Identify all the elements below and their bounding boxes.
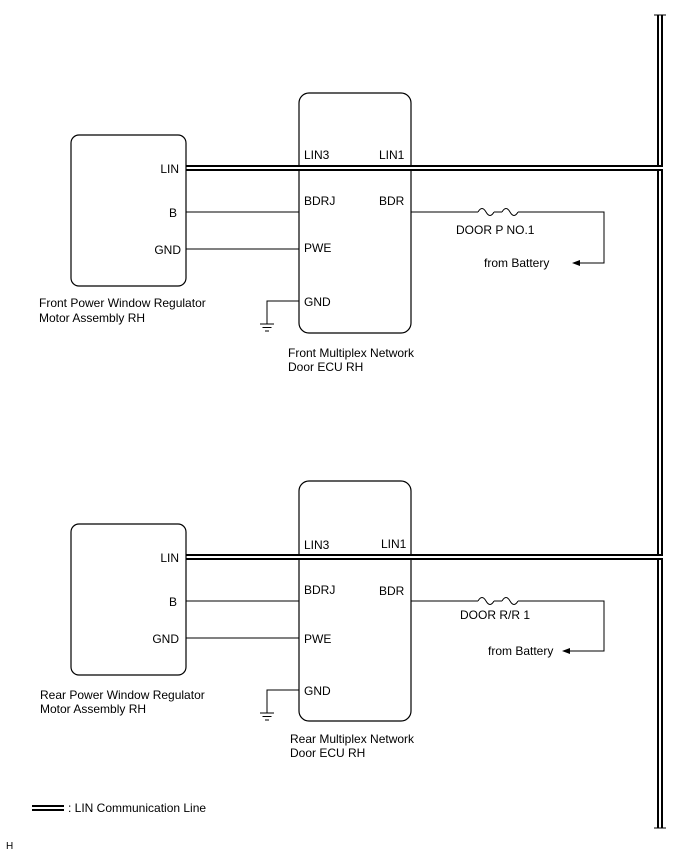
lower-ecu-pin-lin3: LIN3 — [304, 538, 330, 552]
lower-ecu-label-line1: Rear Multiplex Network — [290, 732, 415, 746]
legend: : LIN Communication Line — [32, 801, 206, 815]
upper-circuit: LIN B GND Front Power Window Regulator M… — [39, 92, 663, 374]
upper-ecu-pin-lin1: LIN1 — [379, 148, 405, 162]
upper-battery-arrow-icon — [572, 260, 580, 266]
upper-ecu-pin-pwe: PWE — [304, 241, 331, 255]
upper-supply-label: from Battery — [484, 256, 549, 270]
lower-ecu-pin-bdr: BDR — [379, 584, 405, 598]
lower-ecu-box — [298, 480, 412, 722]
lower-circuit: LIN B GND Rear Power Window Regulator Mo… — [40, 480, 663, 760]
lower-supply-label: from Battery — [488, 644, 553, 658]
upper-ecu-pin-bdr: BDR — [379, 194, 405, 208]
upper-fuse-label: DOOR P NO.1 — [456, 223, 535, 237]
lower-ecu-label-line2: Door ECU RH — [290, 746, 365, 760]
upper-motor-pin-gnd: GND — [154, 243, 181, 257]
upper-motor-pin-b: B — [169, 206, 177, 220]
lower-battery-arrow-icon — [562, 648, 570, 654]
upper-ecu-pin-bdrj: BDRJ — [304, 194, 335, 208]
upper-ecu-pin-gnd: GND — [304, 295, 331, 309]
lower-ecu-pin-bdrj: BDRJ — [304, 583, 335, 597]
upper-ecu-box — [298, 92, 412, 334]
lower-motor-label-line1: Rear Power Window Regulator — [40, 688, 205, 702]
lower-motor-label-line2: Motor Assembly RH — [40, 702, 146, 716]
lower-ground-icon — [260, 689, 299, 721]
lower-ecu-pin-pwe: PWE — [304, 632, 331, 646]
lower-motor-pin-gnd: GND — [152, 632, 179, 646]
upper-motor-label-line2: Motor Assembly RH — [39, 311, 145, 325]
upper-motor-pin-lin: LIN — [160, 162, 179, 176]
main-lin-bus — [654, 14, 666, 829]
corner-mark: H — [6, 841, 13, 852]
lower-ecu-pin-gnd: GND — [304, 684, 331, 698]
upper-ecu-label-line2: Door ECU RH — [288, 360, 363, 374]
upper-motor-box — [70, 134, 187, 287]
upper-ecu-label-line1: Front Multiplex Network — [288, 346, 415, 360]
upper-ecu-pin-lin3: LIN3 — [304, 148, 330, 162]
lower-ecu-pin-lin1: LIN1 — [381, 537, 407, 551]
upper-fuse-icon — [477, 208, 495, 216]
lower-motor-pin-b: B — [169, 595, 177, 609]
lower-fuse-icon — [477, 597, 495, 605]
lower-fuse-label: DOOR R/R 1 — [460, 608, 530, 622]
lower-motor-pin-lin: LIN — [160, 551, 179, 565]
upper-motor-label-line1: Front Power Window Regulator — [39, 296, 206, 310]
upper-ground-icon — [260, 300, 299, 332]
lower-motor-box — [70, 523, 187, 676]
legend-label: : LIN Communication Line — [68, 801, 206, 815]
